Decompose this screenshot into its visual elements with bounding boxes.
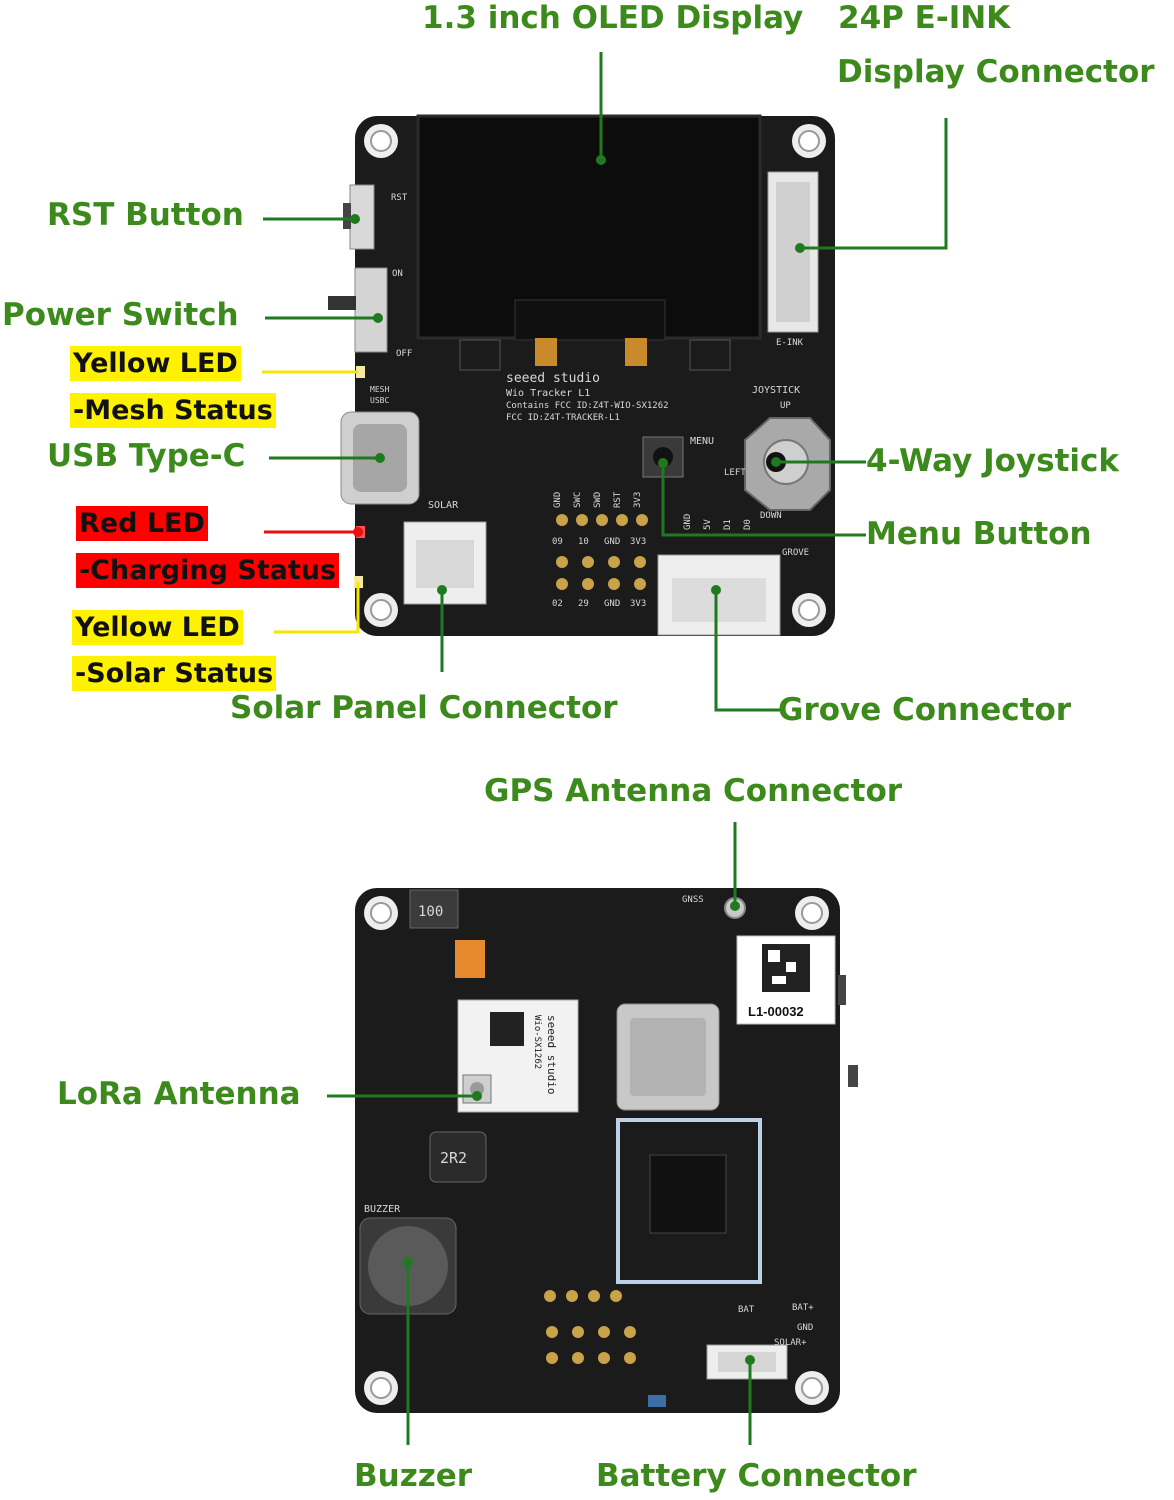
label-lora-antenna: LoRa Antenna <box>57 1076 301 1112</box>
qr-serial: L1-00032 <box>748 1004 804 1019</box>
label-oled-display: 1.3 inch OLED Display <box>422 0 804 36</box>
silk-fcc2: FCC ID:Z4T-TRACKER-L1 <box>506 413 620 423</box>
mcu-chip <box>649 1154 727 1234</box>
silk-grove: GROVE <box>782 548 809 558</box>
top-board: seeed studio Wio Tracker L1 Contains FCC… <box>328 114 835 636</box>
silk-header-row1-pin: GND <box>604 537 620 547</box>
silk-down: DOWN <box>760 511 782 521</box>
silk-header-row2: 02 29 GND 3V3 <box>552 599 646 609</box>
silk-header-top-pin: SWD <box>593 492 603 508</box>
label-rst-button: RST Button <box>47 197 244 233</box>
bottom-pads <box>544 1290 636 1364</box>
leader-yellow-led-solar <box>274 582 360 634</box>
leader-eink <box>800 118 948 250</box>
silk-gnss: GNSS <box>682 895 704 905</box>
silk-header-top-pin: GND <box>553 492 563 508</box>
silk-header-row1-pin: 10 <box>578 537 589 547</box>
silk-mesh: MESH <box>370 385 389 394</box>
silk-header-row2-pin: 02 <box>552 599 563 609</box>
mounting-holes-bottom <box>364 896 829 1405</box>
silk-resistor: 100 <box>418 904 443 920</box>
joystick <box>744 417 831 511</box>
silk-header-row2-pin: 29 <box>578 599 589 609</box>
silk-up: UP <box>780 401 791 411</box>
label-mesh-status: -Mesh Status <box>70 393 276 428</box>
silk-inductor: 2R2 <box>440 1149 467 1167</box>
inductor <box>429 1131 487 1183</box>
blue-component <box>648 1395 666 1407</box>
label-charging-status: -Charging Status <box>76 553 340 588</box>
silk-fcc1: Contains FCC ID:Z4T-WIO-SX1262 <box>506 401 669 411</box>
silk-brand: seeed studio <box>506 371 600 386</box>
label-yellow-led-mesh: Yellow LED <box>70 346 241 381</box>
label-solar-panel-connector: Solar Panel Connector <box>230 690 618 726</box>
silk-gnd: GND <box>797 1323 813 1333</box>
label-menu-button: Menu Button <box>866 516 1092 552</box>
silk-grove-pin: D0 <box>743 519 753 530</box>
silk-header-row2-pin: 3V3 <box>630 599 646 609</box>
yellow-led-mesh <box>356 366 365 378</box>
label-buzzer: Buzzer <box>354 1458 473 1494</box>
orange-capacitor <box>455 940 485 978</box>
silk-bat: BAT <box>738 1305 755 1315</box>
silk-header-top: GND SWC SWD RST 3V3 <box>553 491 643 508</box>
silk-solar-plus: SOLAR+ <box>774 1338 807 1348</box>
silk-rst: RST <box>391 193 408 203</box>
label-eink-line1: 24P E-INK <box>838 0 1011 36</box>
silk-left: LEFT <box>724 468 746 478</box>
leader-grove <box>714 590 780 712</box>
silk-grove-pin: D1 <box>723 519 733 530</box>
pin-header-top <box>556 514 648 590</box>
module-model: Wio-SX1262 <box>532 1015 542 1069</box>
label-red-led: Red LED <box>76 506 208 541</box>
silk-header-row1-pin: 3V3 <box>630 537 646 547</box>
silk-grove-pins: GND 5V D1 D0 <box>683 514 753 530</box>
silk-model: Wio Tracker L1 <box>506 388 590 399</box>
silk-solar: SOLAR <box>428 500 459 511</box>
label-gps-antenna-connector: GPS Antenna Connector <box>484 773 903 809</box>
module-brand: seeed studio <box>545 1015 558 1094</box>
silk-grove-pin: 5V <box>703 519 713 530</box>
silk-menu: MENU <box>690 436 714 447</box>
silk-header-top-pin: 3V3 <box>633 492 643 508</box>
mounting-holes-top <box>364 124 826 627</box>
label-grove-connector: Grove Connector <box>778 692 1072 728</box>
leader-lines <box>263 52 948 1445</box>
mcu-keepout <box>616 1118 762 1284</box>
leader-menu <box>661 463 866 537</box>
label-yellow-led-solar: Yellow LED <box>72 610 243 645</box>
label-power-switch: Power Switch <box>2 297 239 333</box>
silk-header-top-pin: RST <box>613 491 623 508</box>
label-battery-connector: Battery Connector <box>596 1458 917 1494</box>
bottom-board: 100 L1-00032 GNSS seeed studio Wio-SX126… <box>355 888 858 1413</box>
silk-joystick: JOYSTICK <box>752 385 800 396</box>
silk-eink: E-INK <box>776 338 804 348</box>
silk-usbc: USBC <box>370 396 389 405</box>
silk-buzzer: BUZZER <box>364 1204 401 1215</box>
silk-grove-pin: GND <box>683 514 693 530</box>
label-4-way-joystick: 4-Way Joystick <box>866 443 1120 479</box>
led-leader-lines <box>262 370 363 634</box>
power-switch <box>354 267 388 353</box>
silk-header-top-pin: SWC <box>573 492 583 508</box>
silk-off: OFF <box>396 349 412 359</box>
label-eink-line2: Display Connector <box>837 54 1155 90</box>
silk-bat-plus: BAT+ <box>792 1303 814 1313</box>
silk-header-row1-pin: 09 <box>552 537 563 547</box>
label-solar-status: -Solar Status <box>72 656 277 691</box>
resistor-100 <box>409 889 459 929</box>
silk-on: ON <box>392 269 403 279</box>
label-usb-type-c: USB Type-C <box>47 438 246 474</box>
silk-header-row1: 09 10 GND 3V3 <box>552 537 646 547</box>
silk-header-row2-pin: GND <box>604 599 620 609</box>
